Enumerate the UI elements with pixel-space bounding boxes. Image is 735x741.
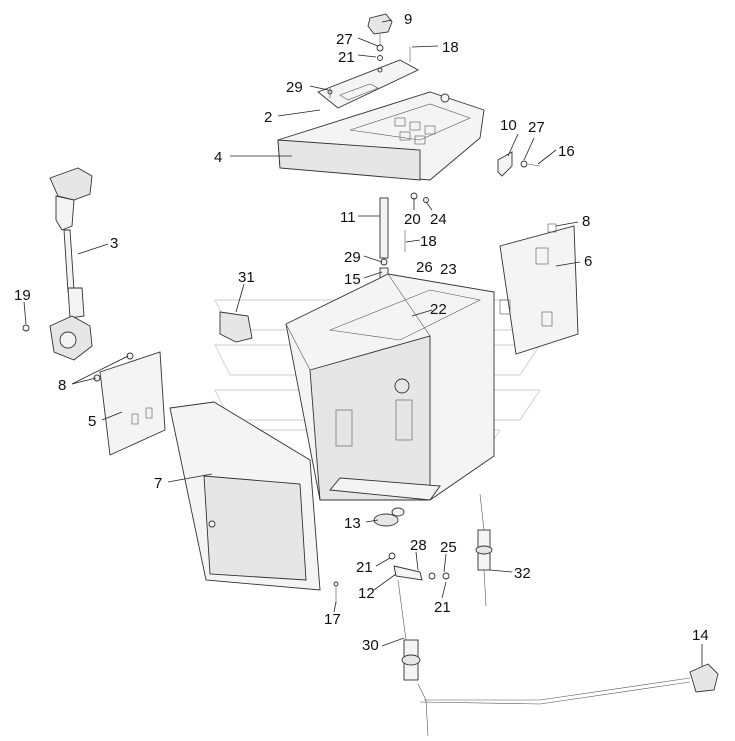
callout-13: 13 <box>344 515 361 532</box>
part-cable-32 <box>475 493 493 607</box>
callout-8: 8 <box>582 213 590 230</box>
callout-21: 21 <box>434 599 451 616</box>
callout-14: 14 <box>692 627 709 644</box>
part-console-body <box>285 273 495 501</box>
callout-8: 8 <box>58 377 66 394</box>
part-rod <box>379 197 406 279</box>
part-bracket <box>497 151 541 177</box>
part-side-panel-right <box>499 223 579 355</box>
callout-9: 9 <box>404 11 412 28</box>
callout-19: 19 <box>14 287 31 304</box>
part-cable-30 <box>397 579 719 737</box>
callout-29: 29 <box>344 249 361 266</box>
callout-20: 20 <box>404 211 421 228</box>
callout-18: 18 <box>442 39 459 56</box>
callout-31: 31 <box>238 269 255 286</box>
callout-30: 30 <box>362 637 379 654</box>
callout-3: 3 <box>110 235 118 252</box>
callout-21: 21 <box>356 559 373 576</box>
callout-7: 7 <box>154 475 162 492</box>
callout-12: 12 <box>358 585 375 602</box>
part-bracket-31 <box>219 311 253 343</box>
callout-23: 23 <box>440 261 457 278</box>
callout-18: 18 <box>420 233 437 250</box>
part-console-top <box>277 91 485 181</box>
callout-21: 21 <box>338 49 355 66</box>
callout-29: 29 <box>286 79 303 96</box>
callout-4: 4 <box>214 149 222 166</box>
callout-6: 6 <box>584 253 592 270</box>
callout-22: 22 <box>430 301 447 318</box>
callout-27: 27 <box>528 119 545 136</box>
callout-24: 24 <box>430 211 447 228</box>
part-grommet <box>373 507 405 527</box>
part-top-cover-plate <box>317 47 419 109</box>
leader-lines <box>23 19 703 666</box>
callout-11: 11 <box>340 209 356 226</box>
part-side-panel-left <box>93 351 166 456</box>
callout-2: 2 <box>264 109 272 126</box>
callout-16: 16 <box>558 143 575 160</box>
part-nuts <box>410 192 429 203</box>
callout-26: 26 <box>416 259 433 276</box>
callout-5: 5 <box>88 413 96 430</box>
callout-28: 28 <box>410 537 427 554</box>
part-gear-lever <box>22 167 93 361</box>
part-knob <box>367 13 393 61</box>
callout-labels: 9 27 21 18 29 2 10 27 16 4 11 20 24 8 3 … <box>14 11 709 654</box>
callout-25: 25 <box>440 539 457 556</box>
callout-10: 10 <box>500 117 517 134</box>
part-front-panel <box>169 401 339 591</box>
callout-15: 15 <box>344 271 361 288</box>
callout-27: 27 <box>336 31 353 48</box>
callout-17: 17 <box>324 611 341 628</box>
part-linkage <box>388 552 450 581</box>
callout-32: 32 <box>514 565 531 582</box>
